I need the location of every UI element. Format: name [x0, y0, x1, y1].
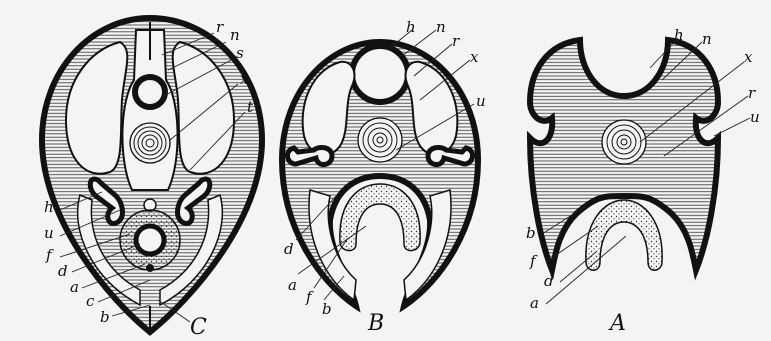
figure-b-notochord [358, 118, 402, 162]
label-c-n: n [230, 26, 240, 44]
label-b-f: f [305, 288, 314, 306]
figure-a-notochord [602, 120, 646, 164]
figure-a-gut-wall [586, 200, 662, 270]
figure-a-caption: A [608, 311, 626, 336]
label-b-r: r [452, 32, 460, 50]
figure-a: h n x r u b f d a A [526, 26, 760, 336]
label-c-d: d [58, 262, 68, 280]
label-c-h: h [44, 198, 54, 216]
label-a-f: f [529, 252, 538, 270]
figure-c-gut-cavity [136, 226, 164, 254]
label-a-b: b [526, 224, 536, 242]
label-a-d: d [544, 272, 554, 290]
label-a-u: u [750, 108, 760, 126]
label-c-t: t [247, 98, 254, 116]
label-c-b: b [100, 308, 110, 326]
figure-c-small-vessel [144, 199, 156, 211]
label-a-n: n [702, 30, 712, 48]
label-b-u: u [476, 92, 486, 110]
figure-b-left-dumbbell [287, 148, 332, 165]
figure-b-caption: B [367, 311, 384, 336]
figure-c-caption: C [190, 315, 207, 340]
label-c-c: c [86, 292, 95, 310]
label-c-u: u [44, 224, 54, 242]
label-c-f: f [45, 246, 54, 264]
figure-b-gut-wall [340, 184, 420, 251]
label-b-x: x [470, 48, 479, 66]
label-c-r: r [216, 18, 224, 36]
label-a-a: a [530, 294, 539, 312]
label-c-x: x [240, 70, 249, 88]
figure-c: r n s x t h u f d a c b C [42, 18, 262, 340]
figure-c-neural-tube [135, 77, 165, 107]
label-c-a: a [70, 278, 79, 296]
label-a-r: r [748, 84, 756, 102]
label-b-d: d [284, 240, 294, 258]
figure-b-neural-canal [352, 46, 408, 102]
label-a-x: x [744, 48, 753, 66]
label-c-s: s [236, 44, 244, 62]
label-b-n: n [436, 18, 446, 36]
figure-b: h n r x u d a f b B [282, 18, 486, 336]
label-b-h: h [406, 18, 416, 36]
label-b-a: a [288, 276, 297, 294]
label-b-b: b [322, 300, 332, 318]
figure-b-right-dumbbell [428, 148, 473, 165]
figure-c-notochord [130, 123, 170, 163]
label-a-h: h [674, 26, 684, 44]
